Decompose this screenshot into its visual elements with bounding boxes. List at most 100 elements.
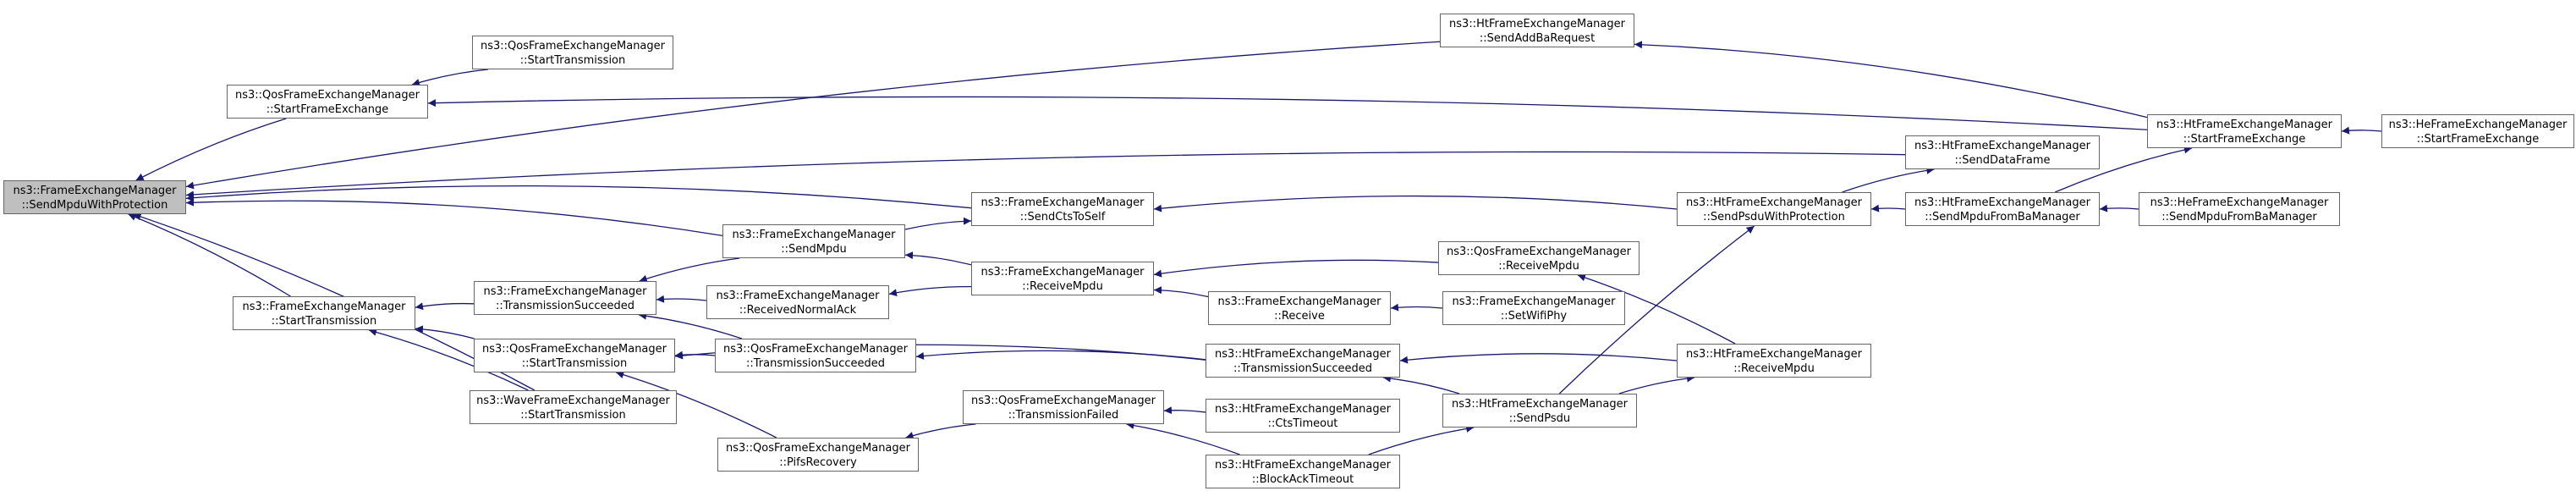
graph-node-htfem-saddba[interactable]: ns3::HtFrameExchangeManager::SendAddBaRe…	[1440, 14, 1634, 47]
edge-htfem-spwp-to-fem-scts	[1153, 195, 1678, 212]
graph-node-method: ::TransmissionSucceeded	[495, 300, 635, 312]
edge-fem-rna-to-fem-ts	[656, 295, 707, 303]
graph-node-method: ::SendMpduFromBaManager	[2161, 211, 2317, 223]
graph-node-htfem-ts[interactable]: ns3::HtFrameExchangeManager::Transmissio…	[1206, 344, 1400, 378]
graph-node-fem-swp[interactable]: ns3::FrameExchangeManager::SetWifiPhy	[1442, 291, 1625, 325]
edge-qfem-pifs-to-qfem-st	[616, 371, 777, 439]
graph-node-htfem-sfe[interactable]: ns3::HtFrameExchangeManager::StartFrameE…	[2147, 114, 2342, 148]
graph-node-method: ::ReceiveMpdu	[1733, 362, 1815, 375]
graph-node-fem-scts[interactable]: ns3::FrameExchangeManager::SendCtsToSelf	[971, 192, 1154, 226]
graph-node-class: ns3::FrameExchangeManager	[242, 301, 406, 313]
graph-node-class: ns3::HtFrameExchangeManager	[1452, 398, 1628, 411]
graph-node-class: ns3::HtFrameExchangeManager	[1215, 459, 1391, 472]
graph-node-method: ::ReceiveMpdu	[1022, 280, 1103, 293]
graph-node-method: ::StartFrameExchange	[2416, 133, 2540, 146]
graph-node-fem-smpdu[interactable]: ns3::FrameExchangeManager::SendMpdu	[722, 224, 905, 258]
edge-fem-scts-to-root	[185, 185, 972, 209]
graph-node-htfem-bato[interactable]: ns3::HtFrameExchangeManager::BlockAckTim…	[1206, 455, 1400, 488]
graph-node-class: ns3::HeFrameExchangeManager	[2150, 196, 2329, 209]
graph-node-method: ::SendDataFrame	[1954, 154, 2051, 167]
graph-node-fem-rmpdu[interactable]: ns3::FrameExchangeManager::ReceiveMpdu	[971, 262, 1154, 295]
graph-node-method: ::Receive	[1274, 310, 1325, 323]
graph-node-htfem-spsdu[interactable]: ns3::HtFrameExchangeManager::SendPsdu	[1442, 394, 1637, 428]
graph-node-htfem-smfbm[interactable]: ns3::HtFrameExchangeManager::SendMpduFro…	[1905, 192, 2100, 226]
graph-node-class: ns3::FrameExchangeManager	[13, 185, 177, 197]
graph-node-class: ns3::QosFrameExchangeManager	[481, 343, 667, 356]
graph-node-method: ::SendMpdu	[781, 243, 847, 256]
graph-node-htfem-spwp[interactable]: ns3::HtFrameExchangeManager::SendPsduWit…	[1677, 192, 1871, 226]
edge-fem-st-to-root	[128, 213, 291, 297]
graph-node-qfem-st[interactable]: ns3::QosFrameExchangeManager::StartTrans…	[474, 339, 675, 372]
graph-node-qfem-st-top[interactable]: ns3::QosFrameExchangeManager::StartTrans…	[472, 36, 673, 69]
graph-node-method: ::SendCtsToSelf	[1019, 211, 1106, 223]
graph-node-htfem-ctsto[interactable]: ns3::HtFrameExchangeManager::CtsTimeout	[1206, 399, 1400, 433]
edge-fem-swp-to-fem-recv	[1390, 303, 1443, 312]
graph-node-method: ::StartFrameExchange	[2183, 133, 2306, 146]
edge-hefem-smfbm-to-htfem-smfbm	[2099, 204, 2139, 212]
graph-node-method: ::ReceivedNormalAck	[739, 304, 857, 317]
graph-node-method: ::SendPsdu	[1508, 412, 1571, 425]
graph-node-method: ::StartTransmission	[271, 315, 377, 328]
graph-node-class: ns3::QosFrameExchangeManager	[725, 442, 910, 455]
graph-node-htfem-sdf[interactable]: ns3::HtFrameExchangeManager::SendDataFra…	[1905, 135, 2100, 169]
graph-node-method: ::BlockAckTimeout	[1251, 473, 1354, 486]
edge-htfem-ctsto-to-qfem-tf	[1163, 406, 1206, 415]
graph-node-qfem-tf[interactable]: ns3::QosFrameExchangeManager::Transmissi…	[963, 390, 1164, 424]
edge-htfem-rmpdu-to-htfem-ts	[1399, 353, 1678, 364]
graph-node-class: ns3::FrameExchangeManager	[483, 285, 647, 298]
graph-node-wfem-st[interactable]: ns3::WaveFrameExchangeManager::StartTran…	[470, 390, 677, 424]
graph-node-method: ::SendMpduWithProtection	[21, 199, 168, 212]
graph-node-method: ::StartTransmission	[521, 357, 628, 370]
graph-node-fem-recv[interactable]: ns3::FrameExchangeManager::Receive	[1208, 291, 1391, 325]
graph-node-class: ns3::QosFrameExchangeManager	[722, 343, 908, 356]
graph-node-class: ns3::HtFrameExchangeManager	[1914, 140, 2090, 152]
graph-node-method: ::ReceiveMpdu	[1498, 260, 1579, 273]
graph-node-qfem-rmpdu[interactable]: ns3::QosFrameExchangeManager::ReceiveMpd…	[1438, 241, 1640, 275]
graph-node-class: ns3::FrameExchangeManager	[1452, 295, 1616, 308]
edge-htfem-sfe-to-htfem-saddba	[1634, 41, 2148, 119]
graph-node-class: ns3::FrameExchangeManager	[732, 229, 896, 241]
edge-htfem-smfbm-to-htfem-spwp	[1870, 204, 1906, 212]
graph-node-qfem-pifs[interactable]: ns3::QosFrameExchangeManager::PifsRecove…	[717, 438, 919, 472]
graph-node-class: ns3::HtFrameExchangeManager	[1686, 348, 1862, 361]
graph-node-qfem-sfe[interactable]: ns3::QosFrameExchangeManager::StartFrame…	[227, 85, 428, 119]
edge-qfem-sfe-to-root	[135, 118, 287, 181]
graph-node-class: ns3::FrameExchangeManager	[716, 290, 880, 302]
graph-node-root[interactable]: ns3::FrameExchangeManager::SendMpduWithP…	[3, 180, 186, 214]
edge-qfem-st-top-to-qfem-sfe	[411, 69, 489, 86]
graph-node-fem-rna[interactable]: ns3::FrameExchangeManager::ReceivedNorma…	[706, 285, 889, 319]
graph-node-method: ::PifsRecovery	[779, 456, 857, 469]
graph-node-fem-ts[interactable]: ns3::FrameExchangeManager::TransmissionS…	[474, 281, 656, 315]
graph-node-fem-st[interactable]: ns3::FrameExchangeManager::StartTransmis…	[233, 296, 415, 330]
graph-node-hefem-smfbm[interactable]: ns3::HeFrameExchangeManager::SendMpduFro…	[2139, 192, 2340, 226]
graph-node-class: ns3::WaveFrameExchangeManager	[476, 394, 670, 407]
graph-node-method: ::TransmissionFailed	[1008, 409, 1119, 422]
edge-fem-rmpdu-to-fem-smpdu	[904, 251, 972, 266]
edge-qfem-tf-to-qfem-pifs	[905, 423, 976, 439]
graph-node-class: ns3::QosFrameExchangeManager	[234, 89, 420, 102]
edge-htfem-ts-to-qfem-ts	[915, 350, 1206, 361]
graph-node-class: ns3::FrameExchangeManager	[980, 196, 1145, 209]
graph-node-method: ::TransmissionSucceeded	[1233, 362, 1373, 375]
edge-qfem-ts-to-fem-ts	[638, 312, 743, 339]
graph-node-method: ::StartTransmission	[520, 409, 626, 422]
edge-qfem-rmpdu-to-fem-rmpdu	[1153, 259, 1439, 278]
graph-node-class: ns3::HtFrameExchangeManager	[1449, 18, 1625, 30]
graph-node-htfem-rmpdu[interactable]: ns3::HtFrameExchangeManager::ReceiveMpdu	[1677, 344, 1871, 378]
edge-fem-smpdu-to-fem-scts	[904, 217, 972, 230]
edge-fem-recv-to-fem-rmpdu	[1153, 286, 1209, 298]
graph-node-class: ns3::QosFrameExchangeManager	[480, 40, 665, 52]
graph-node-method: ::StartFrameExchange	[266, 103, 389, 116]
edge-qfem-st-to-fem-st	[415, 325, 475, 339]
edge-fem-rmpdu-to-fem-rna	[888, 286, 972, 297]
graph-node-class: ns3::HeFrameExchangeManager	[2388, 119, 2568, 131]
graph-node-class: ns3::QosFrameExchangeManager	[1446, 246, 1631, 258]
edge-htfem-spsdu-to-htfem-ts	[1382, 374, 1460, 394]
graph-node-method: ::SendMpduFromBaManager	[1925, 211, 2080, 223]
edge-htfem-bato-to-htfem-spsdu	[1368, 424, 1475, 455]
graph-node-hefem-sfe[interactable]: ns3::HeFrameExchangeManager::StartFrameE…	[2381, 114, 2574, 148]
graph-node-qfem-ts[interactable]: ns3::QosFrameExchangeManager::Transmissi…	[715, 339, 916, 372]
edge-hefem-sfe-to-htfem-sfe	[2341, 126, 2382, 135]
graph-node-method: ::SetWifiPhy	[1500, 310, 1568, 323]
